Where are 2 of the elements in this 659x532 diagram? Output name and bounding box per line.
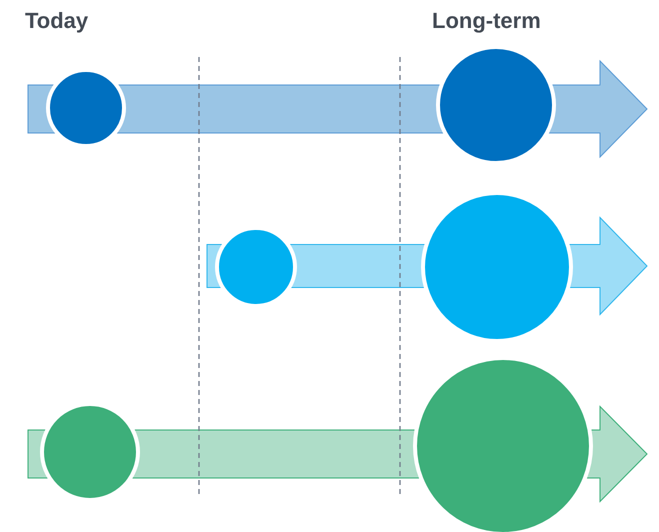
column-heading: Long-term	[432, 10, 541, 32]
column-heading: Today	[25, 10, 88, 32]
